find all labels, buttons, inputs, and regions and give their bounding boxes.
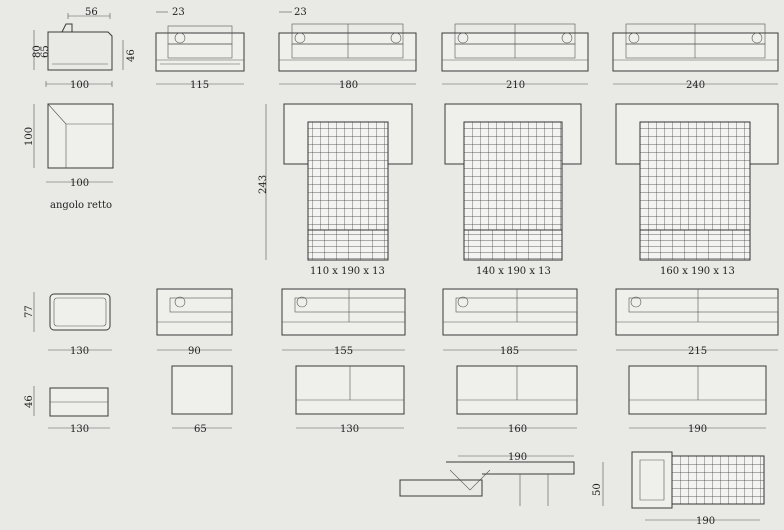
- row3-width-1: 130: [70, 346, 89, 357]
- dim-width-210: 210: [442, 80, 588, 91]
- dim-mechanism-plan-length: 190: [645, 516, 760, 527]
- width-210-label: 210: [506, 80, 525, 91]
- dim-corner-width: 100: [46, 178, 113, 189]
- row4-dimensions: 130 65 130 160 190: [48, 424, 766, 435]
- dim-mechanism-height: 50: [592, 462, 604, 506]
- side-width-label: 100: [70, 80, 89, 91]
- seat-190: [628, 365, 767, 415]
- row4-width-4: 160: [508, 424, 527, 435]
- width-180-label: 180: [339, 80, 358, 91]
- seat-130: [295, 365, 405, 415]
- row3-width-5: 215: [688, 346, 707, 357]
- width-240-label: 240: [686, 80, 705, 91]
- side-view: [47, 23, 113, 71]
- seat-65: [171, 365, 233, 415]
- dim-open-length: 243: [258, 104, 269, 260]
- width-115-label: 115: [190, 80, 209, 91]
- mattress-1-label: 110 x 190 x 13: [310, 266, 385, 277]
- dim-mechanism-length: 190: [458, 452, 574, 463]
- bed-plan-2: [444, 103, 582, 261]
- row4-width-1: 130: [70, 424, 89, 435]
- mattress-3-label: 160 x 190 x 13: [660, 266, 735, 277]
- pouf-front: [49, 387, 109, 417]
- dim-armrest-1: 23: [156, 7, 185, 18]
- corner-caption: angolo retto: [50, 200, 112, 211]
- sofa-185: [442, 288, 578, 336]
- bed-plan-1: [283, 103, 413, 261]
- row3-height-label: 77: [24, 305, 35, 318]
- dim-side-width: 100: [45, 80, 113, 91]
- seat-height-label: 65: [40, 45, 51, 58]
- row4-width-3: 130: [340, 424, 359, 435]
- open-length-label: 243: [258, 175, 269, 194]
- dim-side-depth: 56: [67, 7, 111, 19]
- mechanism-plan-label: 190: [696, 516, 715, 527]
- dim-side-height: 80 65 46: [32, 30, 137, 70]
- mechanism-side: [399, 461, 575, 506]
- sofa-215: [615, 288, 779, 336]
- arm-height-label: 46: [126, 49, 137, 62]
- row4-width-5: 190: [688, 424, 707, 435]
- dim-armrest-2: 23: [279, 7, 307, 18]
- mechanism-length-label: 190: [508, 452, 527, 463]
- front-sofa-180: [278, 23, 417, 72]
- front-armchair: [155, 25, 245, 72]
- pouf-plan: [49, 293, 111, 331]
- corner-width-label: 100: [70, 178, 89, 189]
- row3-dimensions: 130 90 155 185 215: [48, 346, 778, 357]
- row4-height-label: 46: [24, 395, 35, 408]
- dim-width-240: 240: [613, 80, 778, 91]
- row3-width-3: 155: [334, 346, 353, 357]
- front-sofa-240: [612, 23, 779, 72]
- chaise-90: [156, 288, 233, 336]
- row3-width-4: 185: [500, 346, 519, 357]
- dim-corner-height: 100: [24, 104, 35, 168]
- dim-row3-height: 77: [24, 292, 35, 332]
- seat-160: [456, 365, 578, 415]
- mattress-2-label: 140 x 190 x 13: [476, 266, 551, 277]
- front-sofa-210: [441, 23, 589, 72]
- mechanism-plan: [631, 451, 765, 509]
- side-height-label: 80: [32, 45, 43, 58]
- armrest-label-2: 23: [294, 7, 307, 18]
- corner-plan: [47, 103, 114, 169]
- dim-width-115: 115: [156, 80, 244, 91]
- row4-width-2: 65: [194, 424, 207, 435]
- mechanism-height-label: 50: [592, 483, 603, 496]
- corner-height-label: 100: [24, 127, 35, 146]
- bed-plan-3: [615, 103, 779, 261]
- sofa-155: [281, 288, 406, 336]
- row3-width-2: 90: [188, 346, 201, 357]
- armrest-label-1: 23: [172, 7, 185, 18]
- dim-width-180: 180: [279, 80, 416, 91]
- dim-row4-height: 46: [24, 386, 35, 416]
- side-depth-label: 56: [85, 7, 98, 18]
